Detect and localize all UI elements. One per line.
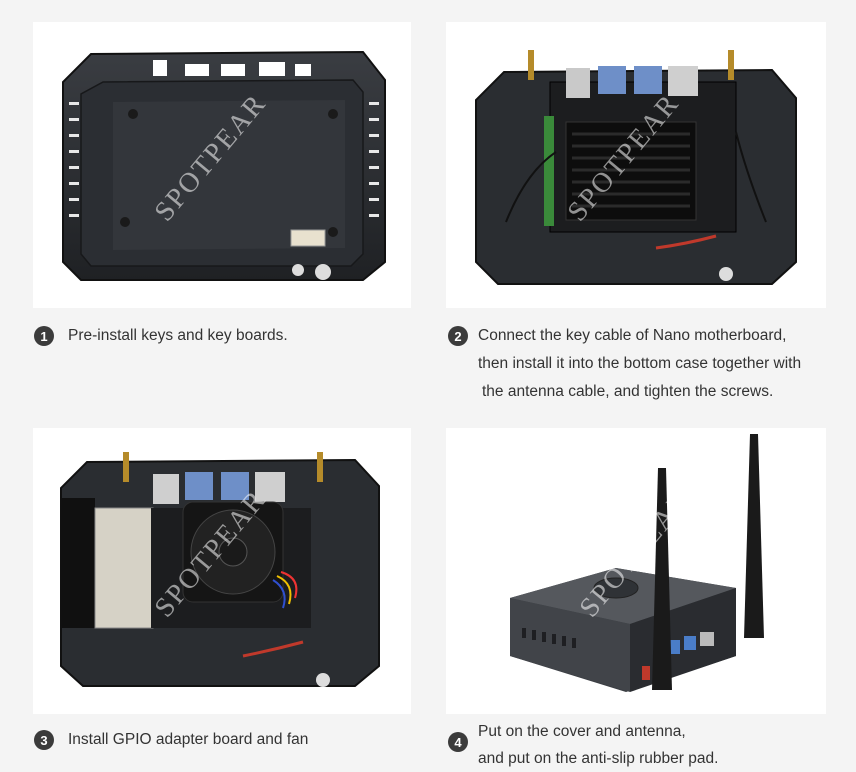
photo-nano-in-case: SPOTPEAR: [446, 22, 826, 308]
photo-finished-device: SPOTPEAR: [446, 428, 826, 714]
caption-line: Install GPIO adapter board and fan: [68, 731, 309, 748]
gpio-fan-illustration: [60, 452, 380, 687]
step-caption: Install GPIO adapter board and fan: [68, 726, 308, 754]
caption-line: Connect the key cable of Nano motherboar…: [478, 327, 787, 344]
step-caption: Connect the key cable of Nano motherboar…: [478, 322, 801, 406]
step-1: 1 Pre-install keys and key boards.: [34, 326, 288, 350]
step-number-badge: 2: [448, 326, 468, 346]
caption-line: and put on the anti-slip rubber pad.: [478, 750, 719, 767]
step-number-badge: 3: [34, 730, 54, 750]
finished-device-illustration: [510, 434, 764, 692]
bottom-case-illustration: [62, 50, 386, 281]
caption-line: Put on the cover and antenna,: [478, 723, 686, 740]
step-number-badge: 1: [34, 326, 54, 346]
caption-line: then install it into the bottom case tog…: [478, 355, 802, 372]
photo-bottom-case: SPOTPEAR: [33, 22, 411, 308]
caption-line: the antenna cable, and tighten the screw…: [482, 383, 774, 400]
step-3: 3 Install GPIO adapter board and fan: [34, 730, 308, 754]
nano-board-illustration: [475, 50, 797, 285]
caption-line: Pre-install keys and key boards.: [68, 327, 288, 344]
step-caption: Put on the cover and antenna, and put on…: [478, 718, 718, 772]
step-4: 4 Put on the cover and antenna, and put …: [448, 722, 718, 772]
step-2: 2 Connect the key cable of Nano motherbo…: [448, 326, 801, 406]
step-caption: Pre-install keys and key boards.: [68, 322, 288, 350]
step-number-badge: 4: [448, 732, 468, 752]
photo-gpio-fan: SPOTPEAR: [33, 428, 411, 714]
